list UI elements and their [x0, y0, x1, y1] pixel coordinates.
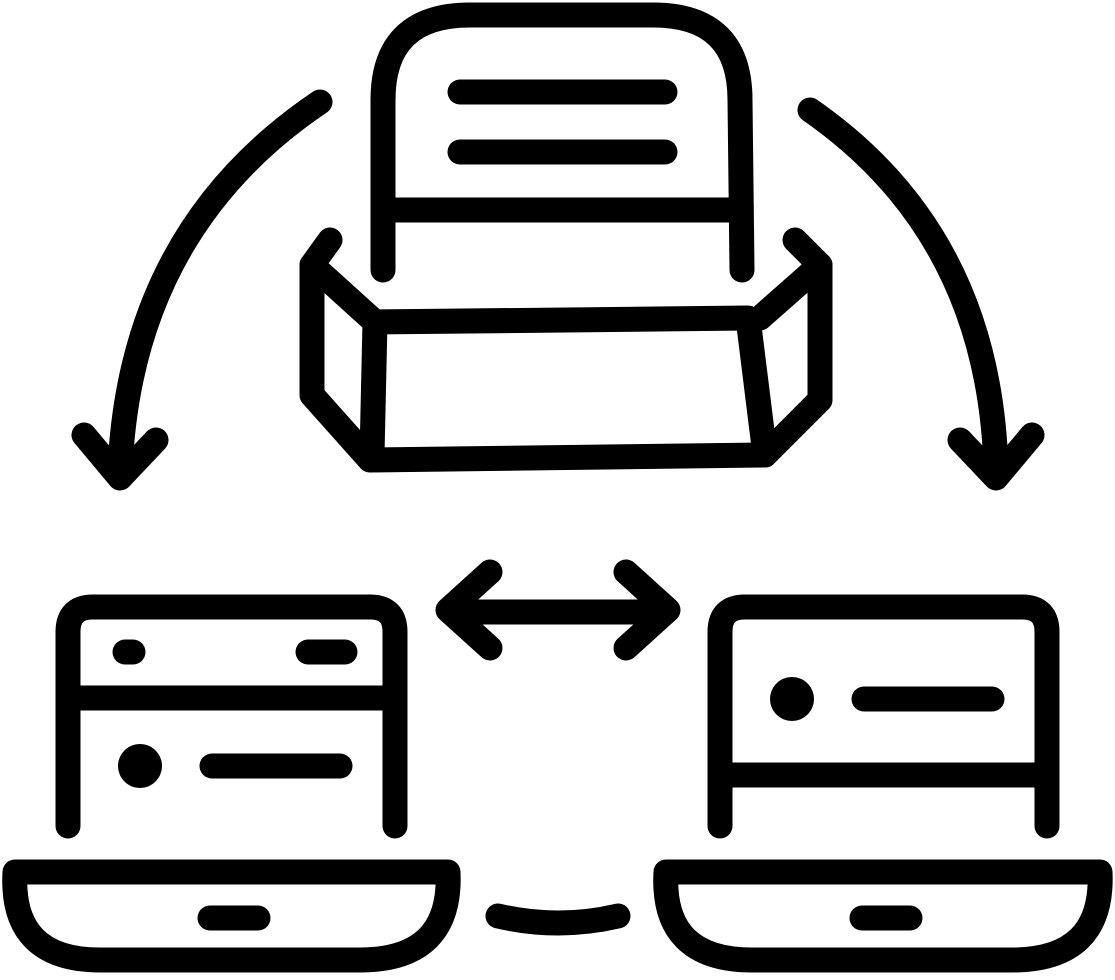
document-tray-icon	[299, 2, 833, 473]
laptop-right-screen	[707, 594, 1060, 839]
tray-left-flap	[299, 252, 388, 335]
sync-arrow-icon	[435, 559, 681, 661]
link-line-icon	[485, 903, 631, 936]
laptop-left-base	[2, 859, 461, 973]
tray-right-flap	[747, 252, 833, 331]
curved-arrow-right-icon	[797, 97, 1045, 491]
laptop-right-base	[653, 859, 1113, 973]
laptop-left-icon	[2, 594, 461, 973]
laptop-left-avatar-dot	[118, 744, 162, 788]
document-sheet	[370, 2, 755, 283]
curved-arrow-left-icon	[71, 89, 333, 491]
tray-box	[299, 227, 833, 473]
laptop-right-avatar-dot	[770, 677, 814, 721]
laptop-left-screen	[55, 594, 408, 839]
laptop-right-icon	[653, 594, 1113, 973]
tray-front	[359, 305, 778, 468]
